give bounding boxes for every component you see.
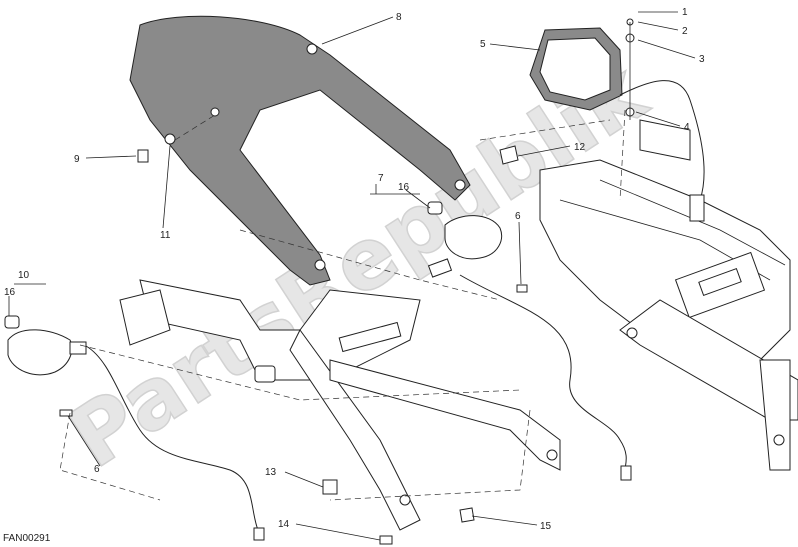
license-plate-holder	[119, 279, 561, 531]
callout-3: 3	[699, 54, 705, 65]
rear-subframe	[539, 119, 798, 471]
callout-4: 4	[684, 122, 690, 133]
callout-labels: 1 2 3 4 5 6 6 7 8 9 10 11 12 13 14 15 16…	[4, 7, 705, 532]
turn-signal-right	[427, 201, 632, 481]
assembly-guide-lines	[59, 109, 626, 501]
turn-signal-left	[4, 315, 265, 541]
callout-16-left: 16	[4, 287, 16, 298]
leader-lines	[8, 11, 696, 541]
callout-8: 8	[396, 12, 402, 23]
grab-handle	[129, 15, 471, 286]
callout-1: 1	[682, 7, 688, 18]
callout-16-right: 16	[398, 182, 410, 193]
callout-14: 14	[278, 519, 290, 530]
callout-11: 11	[160, 230, 171, 241]
callout-10: 10	[18, 270, 30, 281]
fasteners	[59, 133, 528, 545]
callout-6-right: 6	[515, 211, 521, 222]
callout-9: 9	[74, 154, 80, 165]
callout-12: 12	[574, 142, 586, 153]
callout-6-left: 6	[94, 464, 100, 475]
callout-7: 7	[378, 173, 384, 184]
callout-5: 5	[480, 39, 486, 50]
diagram-code: FAN00291	[3, 533, 51, 544]
tail-light	[529, 18, 705, 222]
callout-15: 15	[540, 521, 552, 532]
callout-2: 2	[682, 26, 688, 37]
callout-13: 13	[265, 467, 277, 478]
